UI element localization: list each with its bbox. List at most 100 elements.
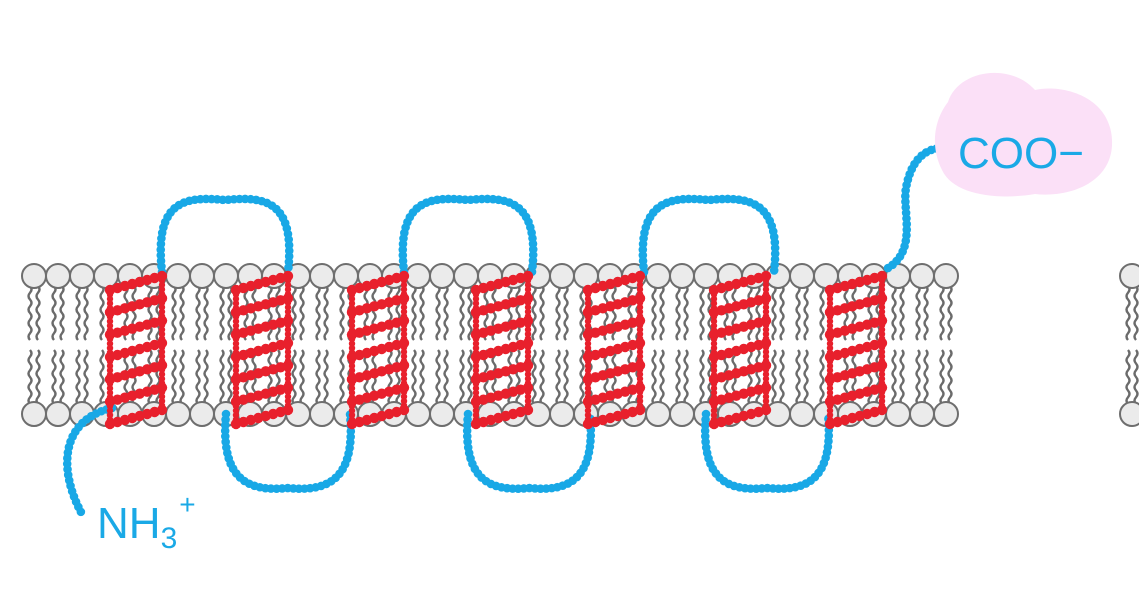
helix-residue — [584, 411, 592, 419]
helix-residue — [348, 367, 356, 374]
helix-residue — [710, 367, 718, 374]
helix-residue — [398, 404, 410, 416]
lipid-head — [45, 263, 71, 289]
helix-residue — [400, 353, 408, 360]
helix-residue — [634, 382, 646, 393]
helix-residue — [636, 330, 644, 338]
helix-residue — [472, 295, 480, 303]
lipid-head — [405, 263, 431, 289]
helix-residue — [584, 322, 592, 329]
lipid-tail — [803, 349, 809, 405]
lipid-tail — [339, 285, 345, 341]
helix-residue — [762, 281, 770, 289]
helix-residue — [158, 330, 166, 338]
transmembrane-helix — [104, 270, 168, 430]
lipid-tail — [419, 349, 425, 405]
helix-residue — [876, 382, 888, 393]
lipid-tail — [779, 285, 785, 341]
lipid-tail — [555, 349, 561, 405]
lipid-head — [453, 263, 479, 289]
lipid-tail — [459, 285, 465, 341]
helix-residue — [106, 385, 114, 392]
helix-residue — [158, 397, 166, 405]
helix-residue — [400, 371, 408, 378]
helix-residue — [522, 337, 534, 349]
lipid-head — [693, 263, 719, 289]
lipid-head — [165, 401, 191, 427]
lipid-tail — [291, 285, 297, 341]
helix-residue — [472, 389, 480, 396]
helix-residue — [760, 360, 772, 371]
lipid-tail — [651, 285, 657, 341]
lipid-tail — [35, 285, 41, 341]
lipid-tail — [515, 285, 521, 341]
helix-residue — [400, 393, 408, 400]
helix-residue — [524, 397, 532, 405]
lipid-tail — [683, 285, 689, 341]
helix-residue — [878, 326, 886, 333]
lipid-tail — [659, 285, 665, 341]
helix-residue — [710, 411, 718, 419]
lipid-tail — [51, 349, 57, 405]
lipid-tail — [203, 349, 209, 405]
lipid-tail — [267, 285, 273, 341]
lipid-tail — [291, 349, 297, 405]
helix-residue — [400, 304, 408, 311]
helix-residue — [710, 389, 718, 396]
helix-residue — [762, 304, 770, 311]
helix-residue — [762, 375, 770, 382]
helix-residue — [158, 281, 166, 289]
helix-residue — [284, 393, 292, 400]
lipid-tail — [323, 285, 329, 341]
lipid-tail — [531, 285, 537, 341]
helix-residue — [522, 404, 534, 416]
lipid-tail — [939, 349, 945, 405]
helix-residue — [232, 362, 240, 370]
lipid-tail — [299, 349, 305, 405]
lipid-tail — [99, 349, 105, 405]
n-terminus-main: NH — [97, 499, 161, 548]
helix-residue — [472, 322, 480, 329]
helix-residue — [524, 286, 532, 293]
helix-residue — [524, 353, 532, 360]
helix-residue — [156, 315, 168, 326]
helix-residue — [710, 300, 718, 307]
lipid-tail — [179, 285, 185, 341]
helix-residue — [400, 308, 408, 315]
helix-residue — [158, 353, 166, 360]
helix-residue — [826, 344, 834, 352]
helix-residue — [522, 293, 534, 304]
lipid-tail — [435, 285, 441, 341]
lipid-tail — [651, 349, 657, 405]
lipid-tail — [227, 285, 233, 341]
helix-residue — [348, 407, 356, 414]
lipid-tail — [1125, 285, 1131, 341]
helix-residue — [106, 407, 114, 414]
lipid-tail — [755, 349, 761, 405]
helix-residue — [524, 304, 532, 311]
helix-residue — [524, 375, 532, 382]
helix-residue — [472, 367, 480, 374]
helix-residue — [232, 318, 240, 325]
lipid-head — [213, 263, 239, 289]
helix-residue — [760, 315, 772, 326]
helix-residue — [232, 407, 240, 414]
helix-residue — [400, 375, 408, 382]
helix-residue — [158, 348, 166, 356]
lipid-tail — [99, 285, 105, 341]
helix-residue — [524, 326, 532, 333]
helix-residue — [636, 326, 644, 333]
lipid-tail — [1133, 349, 1139, 405]
loop-residue — [76, 507, 86, 517]
c-terminus-tail — [883, 144, 941, 273]
helix-residue — [636, 286, 644, 293]
lipid-tail — [899, 285, 905, 341]
helix-residue — [522, 270, 534, 282]
helix-residue — [876, 270, 888, 282]
helix-residue — [472, 362, 480, 370]
helix-residue — [156, 293, 168, 304]
helix-residue — [584, 300, 592, 307]
n-terminus-subscript: 3 — [161, 522, 178, 555]
helix-residue — [158, 371, 166, 378]
lipid-tail — [675, 349, 681, 405]
